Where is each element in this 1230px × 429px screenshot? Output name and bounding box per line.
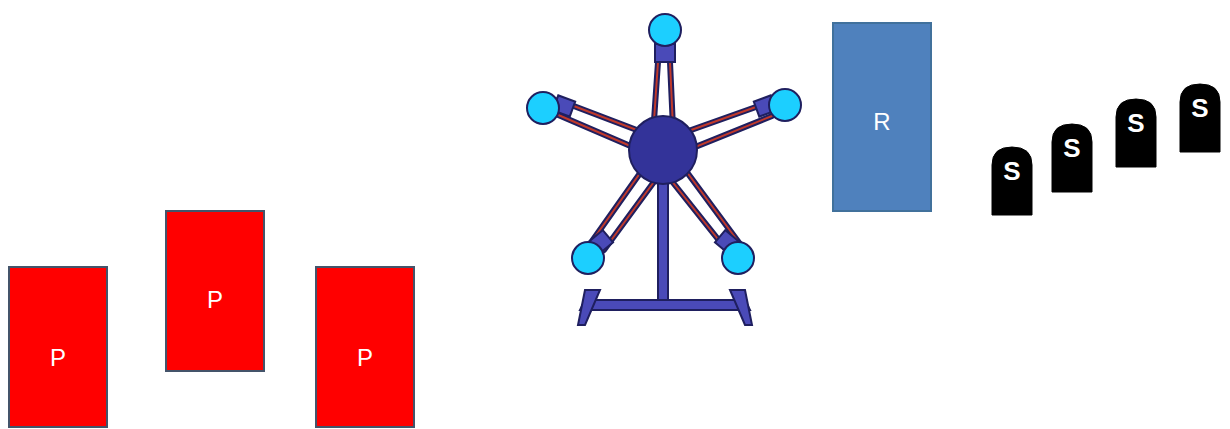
s-marker: S <box>1114 97 1158 167</box>
pod-connectors <box>553 44 776 254</box>
node-label: P <box>357 344 373 372</box>
s-marker: S <box>990 145 1034 215</box>
p-box: P <box>315 266 415 428</box>
node-label: R <box>873 108 890 136</box>
node-label: P <box>207 286 223 314</box>
wheel-hub <box>629 116 697 184</box>
p-box: P <box>8 266 108 428</box>
node-label: S <box>1127 109 1144 139</box>
s-marker: S <box>1050 122 1094 192</box>
tombstone-outline <box>1052 124 1092 192</box>
r-box: R <box>832 22 932 212</box>
tombstone-outline <box>992 147 1032 215</box>
wheel-spokes <box>556 62 772 250</box>
p-box: P <box>165 210 265 372</box>
node-label: S <box>1063 134 1080 164</box>
wheel-pods <box>527 14 801 274</box>
node-label: P <box>50 344 66 372</box>
node-label: S <box>1191 94 1208 124</box>
s-marker: S <box>1178 82 1222 152</box>
node-label: S <box>1003 157 1020 187</box>
tombstone-outline <box>1116 99 1156 167</box>
tombstone-outline <box>1180 84 1220 152</box>
